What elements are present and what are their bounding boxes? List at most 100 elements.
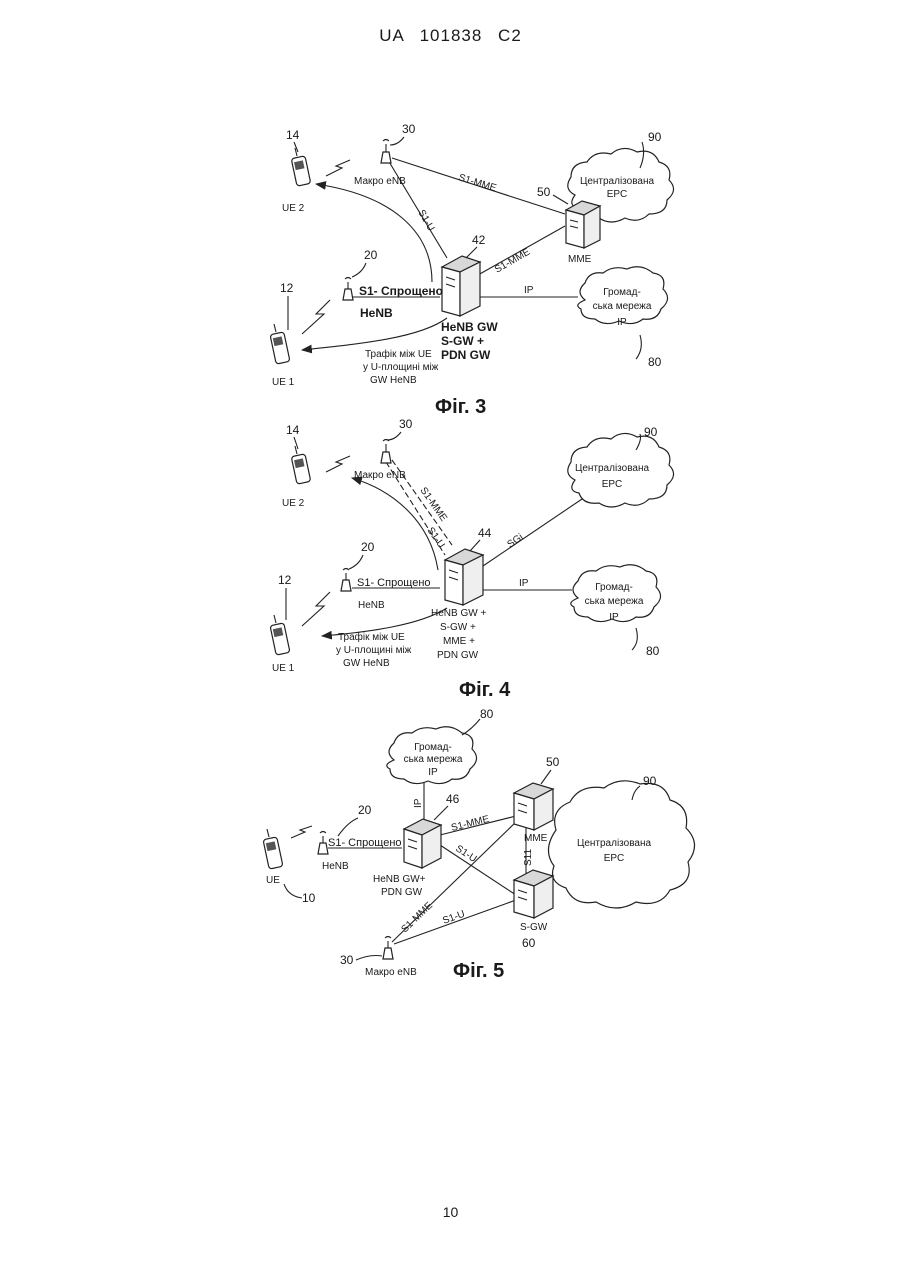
ref-30: 30 (402, 122, 416, 136)
traffic-arrow-ue2 (316, 184, 432, 282)
server-mme (514, 783, 553, 830)
leader-46 (434, 806, 448, 820)
phone-ue1 (270, 615, 290, 655)
radio-bolt-ue (291, 826, 312, 838)
henb-label: HeNB (360, 306, 393, 320)
epc-label-line1: Централізована (580, 176, 655, 187)
link-label-s11: S11 (523, 849, 534, 866)
leader-50 (553, 195, 568, 204)
ref-90: 90 (643, 774, 657, 788)
link-label-s1-simplified: S1- Спрощено (359, 284, 443, 298)
ip-label-line3: IP (617, 317, 627, 328)
phone-ue2 (291, 446, 311, 484)
figure-3: Централізована EPC 90 Громад- ська мереж… (0, 110, 901, 430)
antenna-henb (343, 278, 353, 301)
antenna-macro-enb (381, 140, 391, 164)
antenna-macro-enb (381, 440, 391, 464)
gw-label-line2: S-GW + (441, 334, 484, 348)
radio-bolt-ue2 (326, 160, 350, 176)
leader-30 (356, 956, 382, 961)
link-label-ip: IP (413, 798, 424, 808)
ref-20: 20 (364, 248, 378, 262)
traffic-label-line3: GW HeNB (370, 375, 417, 386)
gw-label-line4: PDN GW (437, 650, 479, 661)
link-label-s1-simplified: S1- Спрощено (328, 837, 402, 849)
leader-ip (632, 628, 637, 650)
mme-label: MME (524, 833, 548, 844)
cloud-epc: Централізована EPC (568, 433, 674, 507)
gw-label-line2: S-GW + (440, 622, 476, 633)
ref-12: 12 (280, 281, 294, 295)
figure-5: Централізована EPC 90 Громад- ська мереж… (0, 705, 901, 985)
ue1-label: UE 1 (272, 663, 295, 674)
ref-12: 12 (278, 573, 292, 587)
ref-50: 50 (537, 185, 551, 199)
ref-90: 90 (644, 425, 658, 439)
leader-20 (352, 263, 366, 277)
cloud-epc: Централізована EPC (548, 781, 694, 908)
henb-label: HeNB (358, 600, 385, 611)
radio-bolt-ue2 (326, 456, 350, 472)
ref-50: 50 (546, 755, 560, 769)
ref-42: 42 (472, 233, 486, 247)
ref-20: 20 (361, 540, 375, 554)
traffic-label-line2: у U-площині між (336, 645, 412, 656)
page-number: 10 (0, 1204, 901, 1220)
ip-label-line2: ська мережа (585, 596, 644, 607)
link-label-s1-simplified: S1- Спрощено (357, 577, 431, 589)
radio-bolt-ue1 (302, 592, 330, 626)
epc-label-line2: EPC (607, 189, 628, 200)
epc-label-line1: Централізована (575, 463, 650, 474)
leader-30 (390, 137, 404, 145)
gw-label-line1: HeNB GW+ (373, 874, 426, 885)
link-label-s1mme: S1-MME (418, 485, 450, 523)
figure-4-caption: Фіг. 4 (459, 679, 511, 701)
link-label-s1u: S1-U (415, 208, 436, 233)
leader-ip (636, 335, 641, 359)
leader-20 (349, 555, 363, 569)
figure-5-caption: Фіг. 5 (453, 960, 504, 982)
macro-enb-label: Макро eNB (354, 470, 406, 481)
ip-label-line3: IP (428, 767, 438, 778)
gw-label-line1: HeNB GW (441, 320, 498, 334)
leader-ip (462, 719, 480, 735)
server-henb-gw (442, 256, 480, 316)
ref-44: 44 (478, 526, 492, 540)
cloud-public-ip: Громад- ська мережа IP (578, 267, 668, 328)
antenna-macro-enb (383, 937, 393, 960)
leader-10 (284, 884, 302, 898)
henb-label: HeNB (322, 861, 349, 872)
phone-ue2 (291, 148, 311, 186)
epc-label-line2: EPC (602, 479, 623, 490)
traffic-label-line1: Трафік між UE (338, 631, 405, 643)
macro-enb-label: Макро eNB (365, 967, 417, 978)
cloud-public-ip: Громад- ська мережа IP (387, 727, 477, 784)
traffic-label-line1: Трафік між UE (365, 348, 432, 360)
mme-label: MME (568, 254, 592, 265)
ip-label-line2: ська мережа (404, 754, 463, 765)
ref-46: 46 (446, 792, 460, 806)
ref-60: 60 (522, 936, 536, 950)
ue1-label: UE 1 (272, 377, 295, 388)
ip-label-line3: IP (609, 612, 619, 623)
epc-label-line2: EPC (604, 853, 625, 864)
ue2-label: UE 2 (282, 498, 305, 509)
leader-20 (338, 818, 358, 836)
link-label-ip: IP (519, 578, 529, 589)
ip-label-line1: Громад- (603, 287, 641, 298)
ref-30: 30 (340, 953, 354, 967)
link-label-ip: IP (524, 285, 534, 296)
leader-42 (466, 247, 477, 258)
ip-label-line2: ська мережа (593, 301, 652, 312)
ref-14: 14 (286, 423, 300, 437)
link-label-s1mme-top: S1-MME (457, 172, 498, 194)
server-henb-gw-mme (445, 549, 483, 605)
figure-4: Централізована EPC 90 Громад- ська мереж… (0, 410, 901, 710)
ue2-label: UE 2 (282, 203, 305, 214)
server-mme (566, 201, 600, 248)
cloud-public-ip: Громад- ська мережа IP (571, 565, 661, 623)
server-henb-gw-pdn (404, 819, 441, 868)
gw-label-line1: HeNB GW + (431, 608, 486, 619)
ue-label: UE (266, 875, 280, 886)
link-macro-gw (388, 160, 447, 258)
